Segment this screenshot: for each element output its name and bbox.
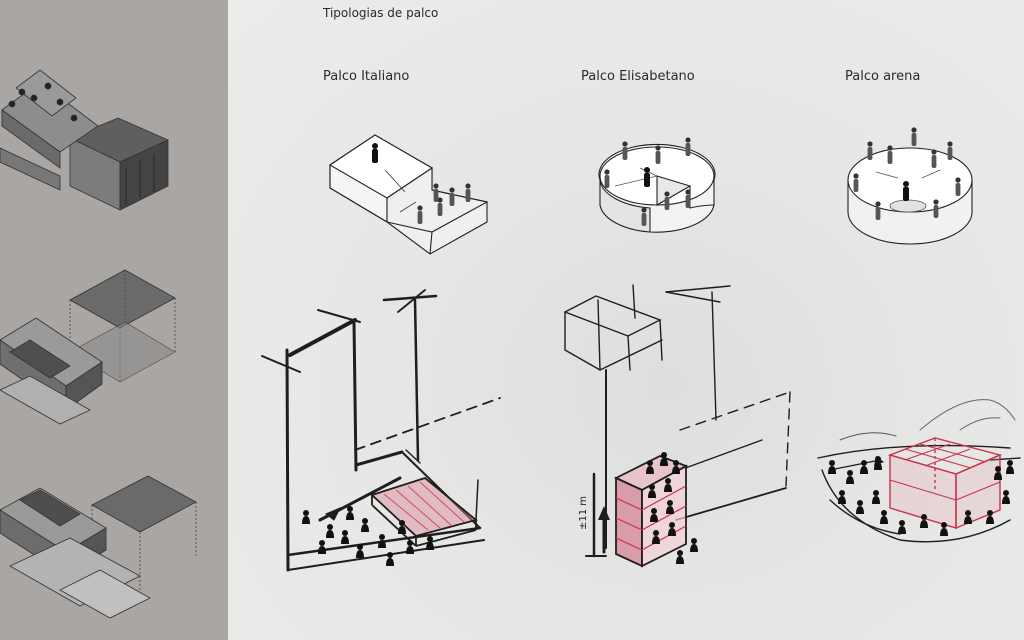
audience-figure	[664, 191, 669, 210]
actor-figure	[372, 143, 378, 163]
audience-figure	[449, 187, 454, 206]
sketch-palco-italiano	[262, 290, 500, 570]
audience-figure	[685, 137, 690, 156]
audience-figure	[417, 205, 422, 224]
audience-figure	[853, 173, 858, 192]
height-label: ±11 m	[578, 496, 589, 530]
audience-figure	[465, 183, 470, 202]
audience-figure	[604, 169, 609, 188]
audience-figure	[933, 199, 938, 218]
diagram-palco-arena	[848, 148, 972, 244]
audience-figure	[433, 183, 438, 202]
audience-figure	[655, 145, 660, 164]
audience-figure	[875, 201, 880, 220]
audience-figure	[622, 141, 627, 160]
audience-figure	[931, 149, 936, 168]
audience-figure	[867, 141, 872, 160]
audience-figure	[911, 127, 916, 146]
audience-figure	[887, 145, 892, 164]
actor-figure	[903, 181, 909, 201]
diagram-palco-italiano	[330, 135, 487, 254]
actor-figure	[644, 167, 650, 187]
audience-figure	[947, 141, 952, 160]
audience-figure	[685, 189, 690, 208]
audience-figure	[955, 177, 960, 196]
sketch-arena-stage-red	[890, 438, 1000, 528]
audience-figure	[641, 207, 646, 226]
